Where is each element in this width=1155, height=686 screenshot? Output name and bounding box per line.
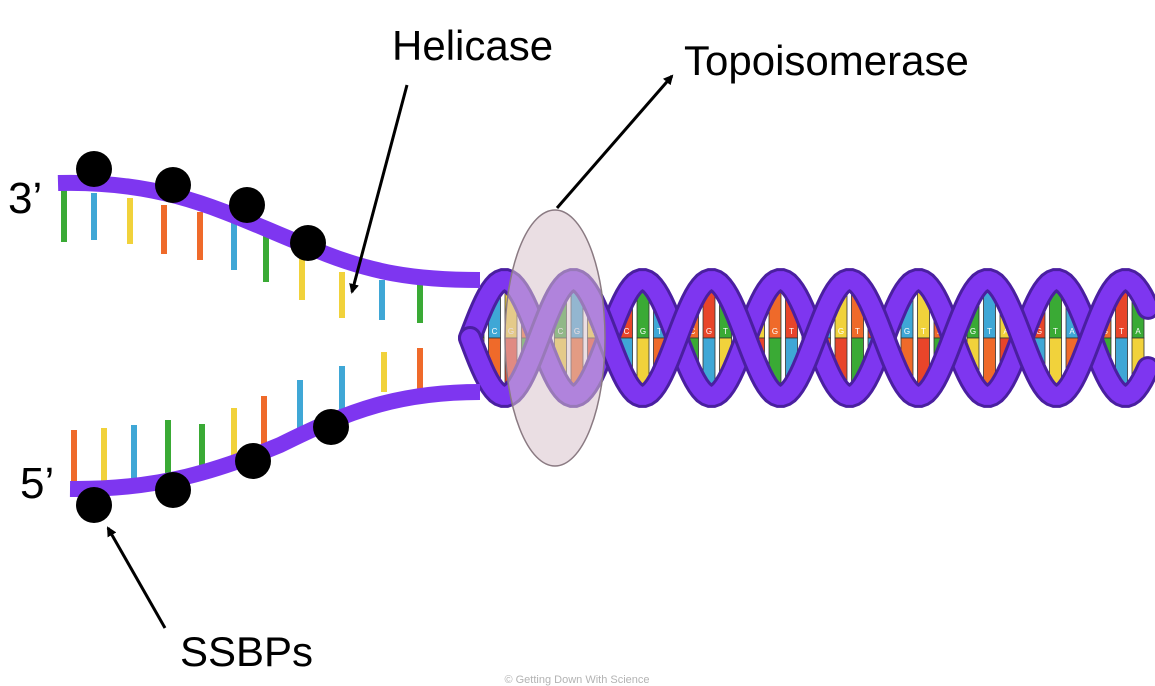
ssbps-arrow: [106, 526, 167, 629]
ssbp-circle: [313, 409, 349, 445]
helicase-arrow: [349, 84, 409, 294]
base-letter: G: [1036, 327, 1042, 336]
base-letter: G: [772, 327, 778, 336]
three-prime-label: 3’: [8, 174, 42, 223]
ssbp-circle: [229, 187, 265, 223]
topoisomerase-arrow: [555, 74, 674, 209]
base-letter: C: [690, 327, 696, 336]
top-strand-bases: [61, 190, 423, 323]
ssbp-circle: [76, 151, 112, 187]
ssbp-circle: [235, 443, 271, 479]
credit-text: © Getting Down With Science: [504, 674, 649, 686]
base-letter: G: [904, 327, 910, 336]
ssbp-circle: [155, 472, 191, 508]
ssbp-group-top: [76, 151, 326, 261]
base-letter: A: [1069, 327, 1075, 336]
base-letter: T: [1119, 327, 1124, 336]
base-letter: C: [492, 327, 498, 336]
base-letter: T: [855, 327, 860, 336]
base-letter: G: [706, 327, 712, 336]
base-letter: T: [789, 327, 794, 336]
base-letter: A: [1135, 327, 1141, 336]
bottom-strand-bases: [71, 348, 423, 486]
base-letter: G: [640, 327, 646, 336]
ssbp-circle: [76, 487, 112, 523]
base-letter: A: [1003, 327, 1009, 336]
base-letter: T: [657, 327, 662, 336]
base-letter: T: [1053, 327, 1058, 336]
ssbp-circle: [155, 167, 191, 203]
base-letter: T: [921, 327, 926, 336]
base-letter: G: [838, 327, 844, 336]
base-letter: T: [987, 327, 992, 336]
ssbp-group-bottom: [76, 409, 349, 523]
five-prime-label: 5’: [20, 459, 54, 508]
base-letter: T: [723, 327, 728, 336]
base-letter: C: [624, 327, 630, 336]
bottom-strand-backbone: [69, 384, 481, 498]
double-helix: ACGTACGTACGTACGTACGTACGTACGTACGTACGTACGT…: [458, 268, 1155, 408]
topoisomerase-ellipse: [504, 209, 606, 467]
topoisomerase-label: Topoisomerase: [684, 37, 969, 84]
ssbp-circle: [290, 225, 326, 261]
base-letter: G: [970, 327, 976, 336]
helicase-label: Helicase: [392, 22, 553, 69]
ssbps-label: SSBPs: [180, 628, 313, 675]
